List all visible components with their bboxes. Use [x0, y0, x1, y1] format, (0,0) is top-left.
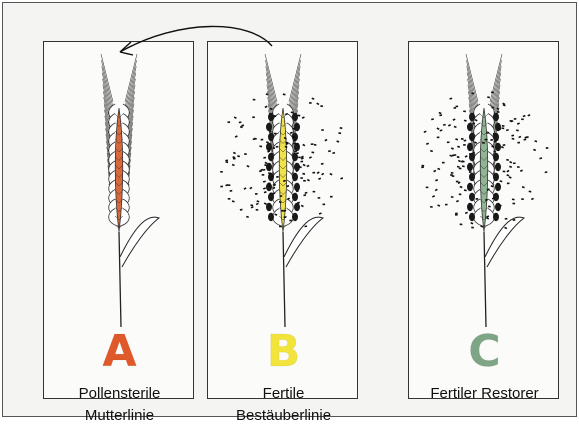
wheat-plant-a	[44, 42, 195, 332]
panel-fertile-restorer: C Fertiler Restorer	[408, 41, 559, 399]
caption-c: Fertiler Restorer	[409, 384, 560, 404]
letter-a: A	[44, 330, 195, 374]
caption-a-line2: Mutterlinie	[44, 406, 195, 426]
figure-frame: A Pollensterile Mutterlinie B Fertile Be…	[2, 2, 577, 417]
caption-b-line1: Fertile	[208, 384, 359, 404]
panel-fertile-pollinator-line: B Fertile Bestäuberlinie	[207, 41, 358, 399]
letter-b: B	[208, 330, 359, 374]
panel-pollensterile-mother-line: A Pollensterile Mutterlinie	[43, 41, 194, 399]
wheat-plant-b	[208, 42, 359, 332]
caption-b-line2: Bestäuberlinie	[208, 406, 359, 426]
caption-a-line1: Pollensterile	[44, 384, 195, 404]
wheat-plant-c	[409, 42, 560, 332]
letter-c: C	[409, 330, 560, 374]
